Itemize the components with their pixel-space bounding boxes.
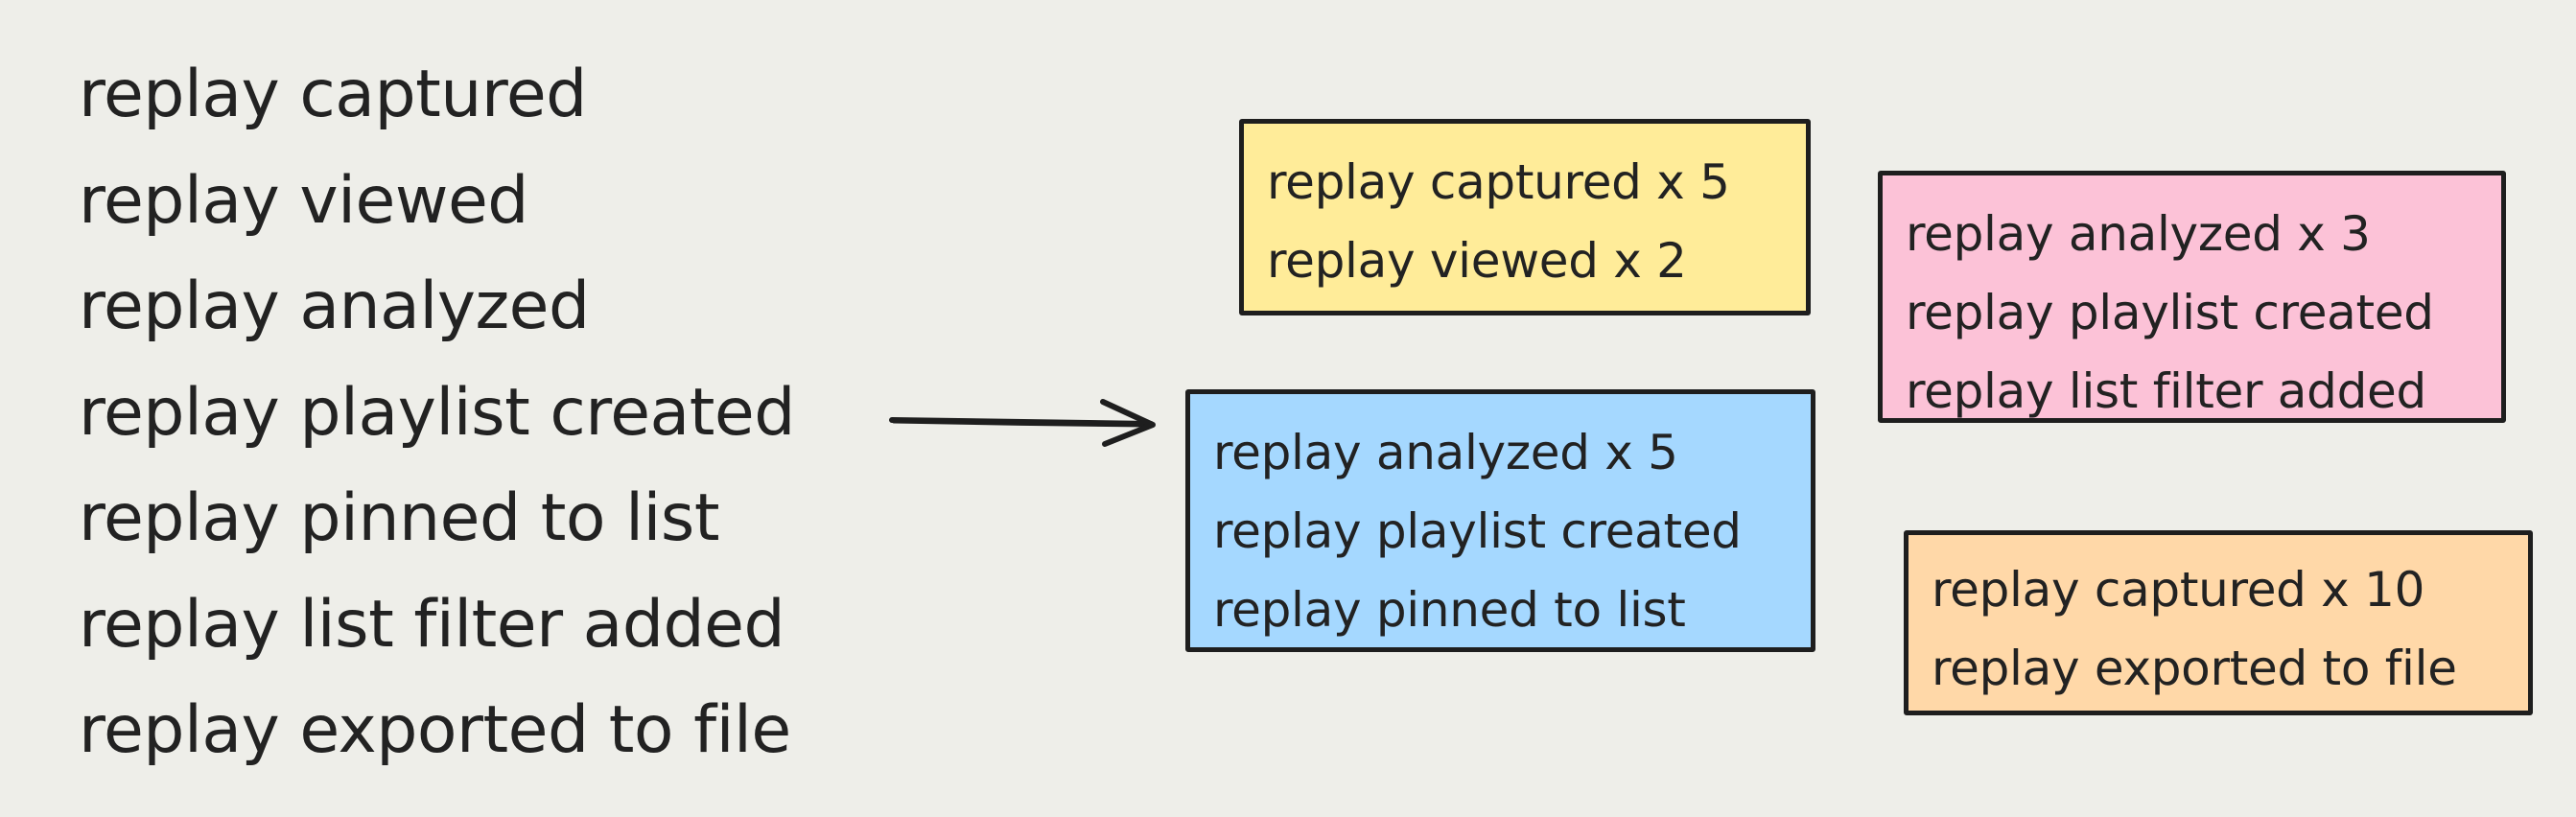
group-line: replay analyzed x 3 (1906, 206, 2371, 262)
event-item: replay analyzed (79, 268, 590, 344)
group-line: replay pinned to list (1213, 582, 1686, 638)
group-line: replay analyzed x 5 (1213, 425, 1678, 480)
event-item: replay pinned to list (79, 480, 720, 556)
event-item: replay viewed (79, 162, 528, 239)
event-list: replay captured replay viewed replay ana… (79, 42, 795, 784)
group-box-yellow: replay captured x 5 replay viewed x 2 (1239, 119, 1811, 315)
group-line: replay playlist created (1906, 285, 2434, 340)
event-item: replay captured (79, 57, 587, 132)
group-box-orange: replay captured x 10 replay exported to … (1904, 530, 2533, 715)
group-line: replay list filter added (1906, 363, 2426, 419)
group-line: replay viewed x 2 (1267, 233, 1687, 289)
event-item: replay playlist created (79, 374, 795, 451)
group-line: replay playlist created (1213, 503, 1742, 559)
group-line: replay captured x 10 (1932, 562, 2425, 618)
group-box-blue: replay analyzed x 5 replay playlist crea… (1185, 389, 1815, 652)
group-box-pink: replay analyzed x 3 replay playlist crea… (1878, 171, 2506, 423)
event-item: replay list filter added (79, 586, 785, 663)
group-line: replay captured x 5 (1267, 154, 1730, 210)
event-item: replay exported to file (79, 692, 791, 768)
group-line: replay exported to file (1932, 641, 2457, 696)
right-arrow-icon (889, 399, 1156, 447)
